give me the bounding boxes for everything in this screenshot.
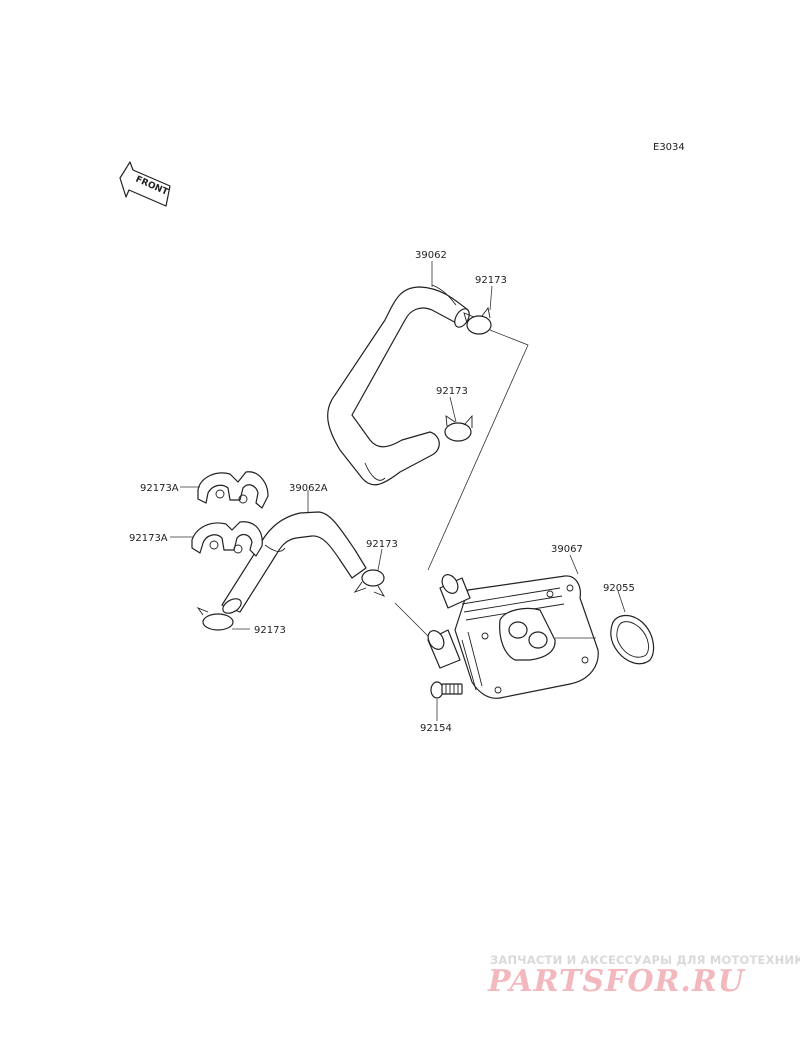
- lower-clamp-right: [353, 569, 386, 597]
- o-ring: [610, 615, 655, 665]
- clip-a-bottom: [191, 521, 263, 557]
- diagram-code: E3034: [653, 142, 685, 153]
- lower-hose: [221, 511, 367, 614]
- callout-clamp-lower-right: 92173: [366, 539, 398, 550]
- callout-bolt: 92154: [420, 723, 452, 734]
- callout-clip-a-bottom: 92173A: [129, 533, 168, 544]
- upper-clamp-top: [463, 306, 492, 335]
- clip-a-top: [197, 471, 269, 509]
- callout-o-ring: 92055: [603, 583, 635, 594]
- callout-clip-a-top: 92173A: [140, 483, 179, 494]
- callout-clamp-upper-mid: 92173: [436, 386, 468, 397]
- callout-hose-upper: 39062: [415, 250, 447, 261]
- front-arrow-icon: FRONT: [119, 161, 171, 207]
- upper-clamp-mid: [444, 414, 473, 442]
- callout-oil-cooler: 39067: [551, 544, 583, 555]
- lower-clamp-left: [196, 607, 234, 631]
- upper-hose: [327, 284, 470, 486]
- oil-cooler: [427, 574, 599, 699]
- callout-hose-lower: 39062A: [289, 483, 328, 494]
- bolt: [430, 681, 463, 699]
- callout-clamp-upper-top: 92173: [475, 275, 507, 286]
- watermark-tagline: ЗАПЧАСТИ И АКСЕССУАРЫ ДЛЯ МОТОТЕХНИКИ: [490, 953, 800, 967]
- watermark-logo: PARTSFOR.RU: [488, 964, 745, 999]
- callout-clamp-lower-left: 92173: [254, 625, 286, 636]
